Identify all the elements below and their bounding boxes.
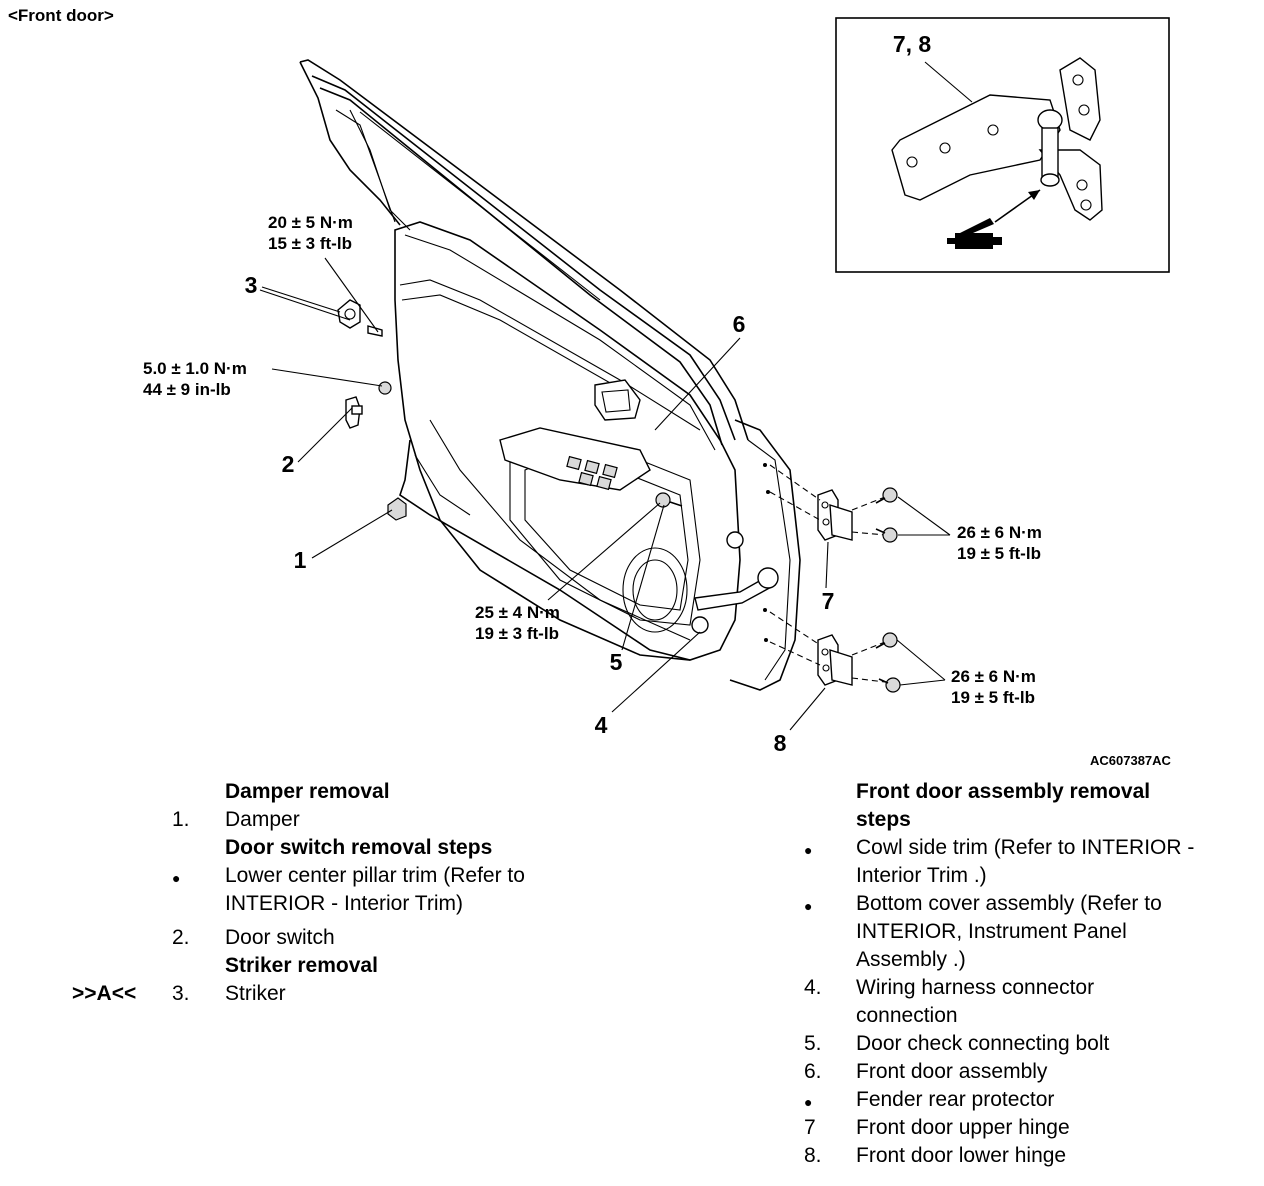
bullet-icon: ● bbox=[172, 870, 181, 886]
item-text: Fender rear protector bbox=[856, 1088, 1055, 1111]
hinge-bolts bbox=[875, 487, 901, 693]
figure-id: AC607387AC bbox=[1090, 753, 1172, 768]
list-item: 7 Front door upper hinge bbox=[800, 1114, 1240, 1142]
damper-part bbox=[387, 497, 407, 521]
door-inner-panel bbox=[394, 221, 801, 691]
list-item: 4. Wiring harness connector connection bbox=[800, 974, 1240, 1030]
upper-hinge-part bbox=[769, 464, 886, 541]
callout-3: 3 bbox=[245, 272, 258, 298]
torque-upper-hinge-nm: 26 ± 6 N·m bbox=[957, 523, 1042, 542]
torque-lower-hinge-nm: 26 ± 6 N·m bbox=[951, 667, 1036, 686]
inset-callout: 7, 8 bbox=[893, 31, 932, 57]
list-item: 8. Front door lower hinge bbox=[800, 1142, 1240, 1170]
switch-heading-row: Door switch removal steps bbox=[72, 834, 632, 862]
striker-heading-row: Striker removal bbox=[72, 952, 632, 980]
list-item: 1. Damper bbox=[72, 806, 632, 834]
torque-check-ftlb: 19 ± 3 ft-lb bbox=[475, 624, 559, 643]
item-text: Bottom cover assembly (Refer to INTERIOR… bbox=[856, 892, 1162, 971]
list-item: ● Lower center pillar trim (Refer to INT… bbox=[72, 862, 632, 918]
item-text: Striker bbox=[225, 982, 286, 1005]
striker-heading: Striker removal bbox=[225, 954, 378, 977]
callout-6: 6 bbox=[733, 311, 746, 337]
list-item: 6. Front door assembly bbox=[800, 1058, 1240, 1086]
hinge-inset bbox=[835, 17, 1170, 273]
right-procedure-list: Front door assembly removal steps ● Cowl… bbox=[800, 778, 1240, 1170]
item-number: 5. bbox=[804, 1032, 822, 1055]
callout-5: 5 bbox=[610, 649, 623, 675]
item-text: Front door assembly bbox=[856, 1060, 1048, 1083]
front-door-diagram: 1 2 3 4 5 6 7 8 7, 8 20 ± 5 N·m 15 ± 3 f… bbox=[143, 17, 1172, 768]
torque-striker-nm: 20 ± 5 N·m bbox=[268, 213, 353, 232]
leader-lines bbox=[259, 257, 951, 731]
callout-2: 2 bbox=[282, 451, 295, 477]
grease-icon bbox=[947, 218, 1002, 249]
item-number: 3. bbox=[172, 982, 190, 1005]
damper-heading-row: Damper removal bbox=[72, 778, 632, 806]
torque-check-nm: 25 ± 4 N·m bbox=[475, 603, 560, 622]
item-text: Front door upper hinge bbox=[856, 1116, 1070, 1139]
callout-1: 1 bbox=[294, 547, 307, 573]
callout-4: 4 bbox=[595, 712, 608, 738]
item-number: 1. bbox=[172, 808, 190, 831]
item-text: Lower center pillar trim (Refer to INTER… bbox=[225, 864, 525, 915]
torque-switch-nm: 5.0 ± 1.0 N·m bbox=[143, 359, 247, 378]
damper-heading: Damper removal bbox=[225, 780, 390, 803]
list-item: ● Cowl side trim (Refer to INTERIOR - In… bbox=[800, 834, 1240, 890]
torque-striker-ftlb: 15 ± 3 ft-lb bbox=[268, 234, 352, 253]
list-item: ● Fender rear protector bbox=[800, 1086, 1240, 1114]
list-item: ● Bottom cover assembly (Refer to INTERI… bbox=[800, 890, 1240, 974]
item-number: 8. bbox=[804, 1144, 822, 1167]
callout-7: 7 bbox=[822, 588, 835, 614]
switch-heading: Door switch removal steps bbox=[225, 836, 493, 859]
striker-part bbox=[337, 299, 383, 337]
torque-lower-hinge-ftlb: 19 ± 5 ft-lb bbox=[951, 688, 1035, 707]
item-text: Front door lower hinge bbox=[856, 1144, 1067, 1167]
item-number: 4. bbox=[804, 976, 822, 999]
door-window-frame bbox=[299, 59, 749, 446]
procedure-tag: >>A<< bbox=[72, 982, 137, 1005]
list-item: 2. Door switch bbox=[72, 924, 632, 952]
bullet-icon: ● bbox=[804, 1094, 813, 1110]
bullet-icon: ● bbox=[804, 898, 813, 914]
door-switch-part bbox=[345, 381, 392, 429]
bullet-icon: ● bbox=[804, 842, 813, 858]
list-item: >>A<< 3. Striker bbox=[72, 980, 632, 1008]
check-bolt-part bbox=[655, 492, 683, 508]
item-number: 2. bbox=[172, 926, 190, 949]
torque-upper-hinge-ftlb: 19 ± 5 ft-lb bbox=[957, 544, 1041, 563]
section-header: <Front door> bbox=[8, 6, 114, 25]
assembly-heading-row: Front door assembly removal steps bbox=[800, 778, 1240, 834]
item-text: Door switch bbox=[225, 926, 335, 949]
left-procedure-list: Damper removal 1. Damper Door switch rem… bbox=[72, 778, 632, 1008]
callout-8: 8 bbox=[774, 730, 787, 756]
lower-hinge-part bbox=[769, 611, 886, 686]
item-text: Wiring harness connector connection bbox=[856, 976, 1095, 1027]
item-text: Damper bbox=[225, 808, 300, 831]
torque-switch-inlb: 44 ± 9 in-lb bbox=[143, 380, 231, 399]
item-text: Door check connecting bolt bbox=[856, 1032, 1110, 1055]
item-text: Cowl side trim (Refer to INTERIOR - Inte… bbox=[856, 836, 1195, 887]
item-number: 6. bbox=[804, 1060, 822, 1083]
assembly-heading: Front door assembly removal steps bbox=[856, 780, 1151, 831]
item-number: 7 bbox=[804, 1116, 816, 1139]
list-item: 5. Door check connecting bolt bbox=[800, 1030, 1240, 1058]
